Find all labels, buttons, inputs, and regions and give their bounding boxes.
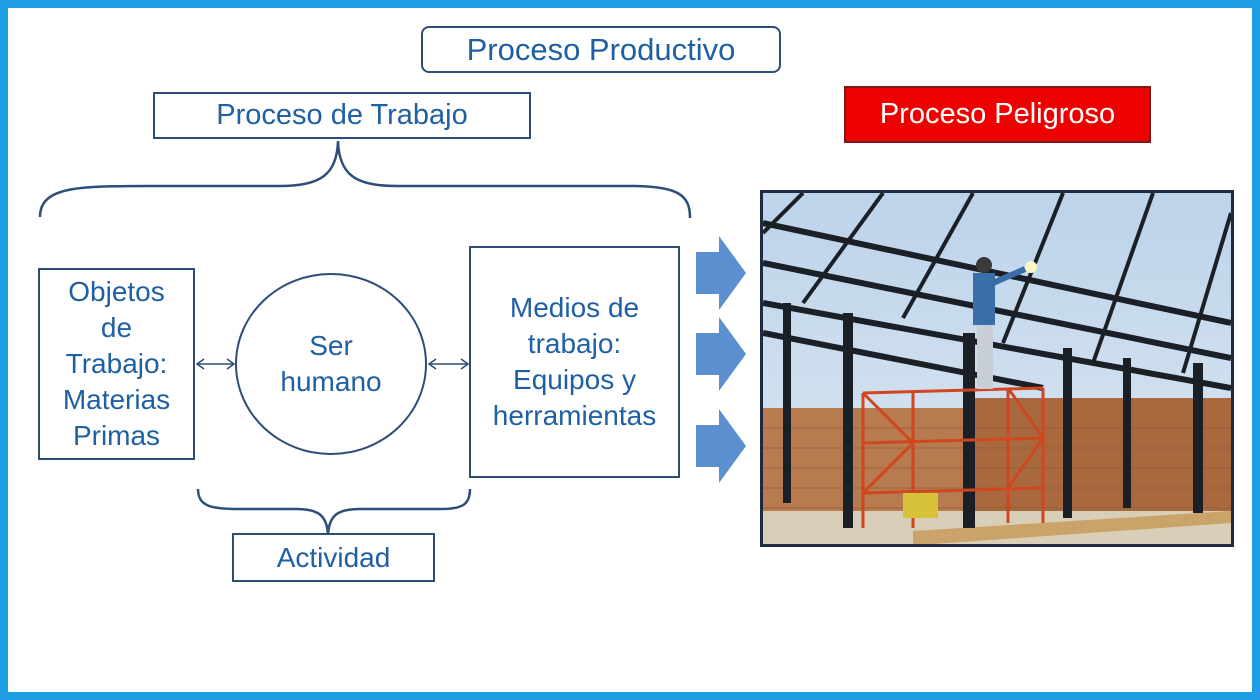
block-arrow-1 [696, 236, 746, 310]
objetos-line-1: Objetos [68, 276, 165, 308]
double-arrow-left [195, 358, 236, 370]
objetos-line-5: Primas [72, 419, 161, 451]
block-arrow-3 [696, 409, 746, 483]
objetos-line-2: de [100, 312, 133, 344]
proceso-peligroso-label: Proceso Peligroso [879, 97, 1116, 130]
ser-humano-line-1: Ser [309, 330, 353, 362]
medios-line-2: trabajo: [527, 328, 622, 360]
objetos-trabajo-box: Objetos de Trabajo: Materias Primas [38, 268, 195, 460]
ser-humano-line-2: humano [280, 366, 382, 397]
title-box: Proceso Productivo [421, 26, 781, 73]
proceso-trabajo-label: Proceso de Trabajo [216, 98, 468, 131]
top-brace [38, 140, 692, 219]
proceso-peligroso-box: Proceso Peligroso [844, 86, 1151, 143]
medios-line-4: herramientas [492, 399, 657, 431]
objetos-line-3: Trabajo: [65, 348, 168, 380]
proceso-trabajo-box: Proceso de Trabajo [153, 92, 531, 139]
objetos-trabajo-text: Objetos de Trabajo: Materias Primas [63, 274, 170, 453]
construction-photo [760, 190, 1234, 547]
construction-illustration [763, 193, 1231, 544]
medios-line-1: Medios de [509, 292, 640, 324]
actividad-box: Actividad [232, 533, 435, 582]
actividad-label: Actividad [276, 541, 391, 573]
double-arrow-right [427, 358, 470, 370]
block-arrow-2 [696, 317, 746, 391]
ser-humano-text: Ser humano [280, 328, 381, 400]
title-label: Proceso Productivo [466, 31, 736, 67]
medios-trabajo-text: Medios de trabajo: Equipos y herramienta… [493, 290, 656, 433]
medios-line-3: Equipos y [513, 364, 636, 395]
bottom-brace [196, 488, 472, 536]
objetos-line-4: Materias [62, 383, 171, 415]
ser-humano-circle: Ser humano [235, 273, 427, 455]
medios-trabajo-box: Medios de trabajo: Equipos y herramienta… [469, 246, 680, 478]
